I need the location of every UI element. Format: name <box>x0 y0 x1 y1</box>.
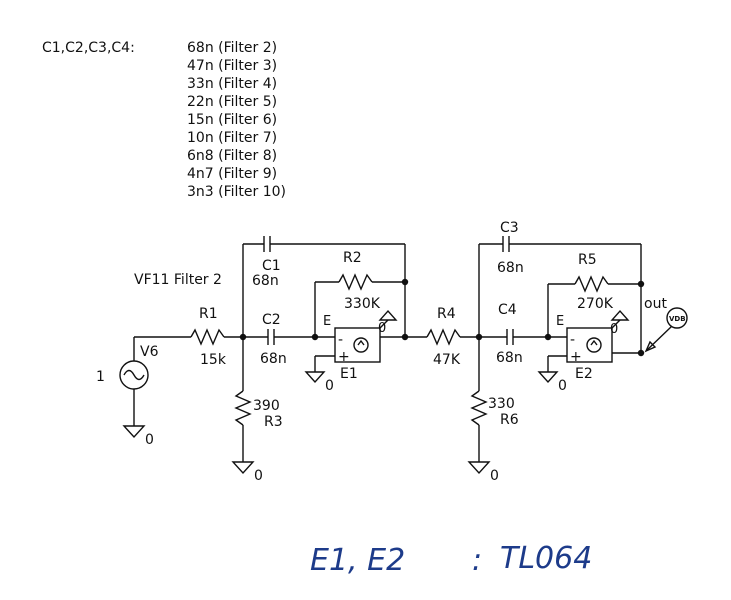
svg-text:68n: 68n <box>260 351 287 367</box>
svg-text:0: 0 <box>254 468 263 484</box>
svg-text:C4: C4 <box>498 302 517 318</box>
amplifier-e2: 0 E - + E2 0 <box>537 309 641 394</box>
voltage-source-v6: V6 1 <box>96 337 159 426</box>
svg-text:R4: R4 <box>437 306 456 322</box>
resistor-r6: 330 R6 <box>470 390 519 428</box>
legend-header: C1,C2,C3,C4: <box>42 40 135 56</box>
svg-text:47K: 47K <box>433 352 461 368</box>
capacitor-c1: C1 68n <box>252 236 281 289</box>
svg-text:0: 0 <box>378 321 386 336</box>
note-part-number: TL064 <box>500 541 592 576</box>
svg-text:0: 0 <box>325 378 334 394</box>
svg-text:-: - <box>570 332 575 348</box>
svg-text:330: 330 <box>488 396 515 412</box>
svg-text:270K: 270K <box>577 296 614 312</box>
svg-text:E: E <box>323 314 331 329</box>
note-amplifiers: E1, E2 <box>310 543 405 578</box>
source-value: 1 <box>96 369 105 385</box>
junction-dot <box>401 278 409 286</box>
output-label: out <box>644 296 667 312</box>
ground-symbol: 0 <box>122 425 154 448</box>
svg-text:C3: C3 <box>500 220 519 236</box>
svg-text:15k: 15k <box>200 352 227 368</box>
svg-text:+: + <box>338 349 350 365</box>
svg-text:C2: C2 <box>262 312 281 328</box>
svg-text:E1: E1 <box>340 366 358 382</box>
svg-text:C1: C1 <box>262 258 281 274</box>
legend-entry: 4n7 (Filter 9) <box>187 166 277 182</box>
svg-text:330K: 330K <box>344 296 381 312</box>
resistor-r4: R4 47K <box>426 306 461 368</box>
junction-dot <box>637 349 645 357</box>
svg-text:+: + <box>570 349 582 365</box>
svg-text:VDB: VDB <box>669 315 686 323</box>
legend-entry: 22n (Filter 5) <box>187 94 277 110</box>
svg-text:E2: E2 <box>575 366 593 382</box>
ground-symbol: 0 <box>467 461 499 484</box>
resistor-r2: R2 330K <box>338 250 381 312</box>
svg-text:R1: R1 <box>199 306 218 322</box>
note-separator: : <box>472 543 482 578</box>
junction-dot <box>637 280 645 288</box>
svg-text:0: 0 <box>145 432 154 448</box>
legend-entry: 47n (Filter 3) <box>187 58 277 74</box>
circuit-title: VF11 Filter 2 <box>134 272 222 288</box>
ground-symbol: 0 <box>231 461 263 484</box>
legend-entry: 6n8 (Filter 8) <box>187 148 277 164</box>
resistor-r1: R1 15k <box>190 306 227 368</box>
amplifier-e1: 0 E - + E1 0 <box>304 309 405 394</box>
handwritten-note: E1, E2 : TL064 <box>310 541 592 578</box>
svg-text:390: 390 <box>253 398 280 414</box>
source-name: V6 <box>140 344 159 360</box>
legend-entry: 68n (Filter 2) <box>187 40 277 56</box>
svg-text:0: 0 <box>558 378 567 394</box>
svg-text:68n: 68n <box>252 273 279 289</box>
svg-text:-: - <box>338 332 343 348</box>
svg-text:68n: 68n <box>496 350 523 366</box>
legend-entry: 15n (Filter 6) <box>187 112 277 128</box>
svg-text:R5: R5 <box>578 252 597 268</box>
svg-text:R6: R6 <box>500 412 519 428</box>
svg-text:R3: R3 <box>264 414 283 430</box>
svg-text:0: 0 <box>490 468 499 484</box>
legend-entry: 10n (Filter 7) <box>187 130 277 146</box>
resistor-r5: R5 270K <box>574 252 614 312</box>
capacitor-value-legend: C1,C2,C3,C4: 68n (Filter 2) 47n (Filter … <box>42 40 286 200</box>
capacitor-c4: C4 68n <box>496 302 523 366</box>
capacitor-c3: C3 68n <box>497 220 524 276</box>
svg-text:0: 0 <box>610 322 618 337</box>
capacitor-c2: C2 68n <box>260 312 287 367</box>
legend-entry: 3n3 (Filter 10) <box>187 184 286 200</box>
legend-entry: 33n (Filter 4) <box>187 76 277 92</box>
svg-text:R2: R2 <box>343 250 362 266</box>
vdb-probe-icon: VDB <box>644 307 688 353</box>
svg-text:E: E <box>556 314 564 329</box>
resistor-r3: 390 R3 <box>234 390 283 430</box>
svg-text:68n: 68n <box>497 260 524 276</box>
